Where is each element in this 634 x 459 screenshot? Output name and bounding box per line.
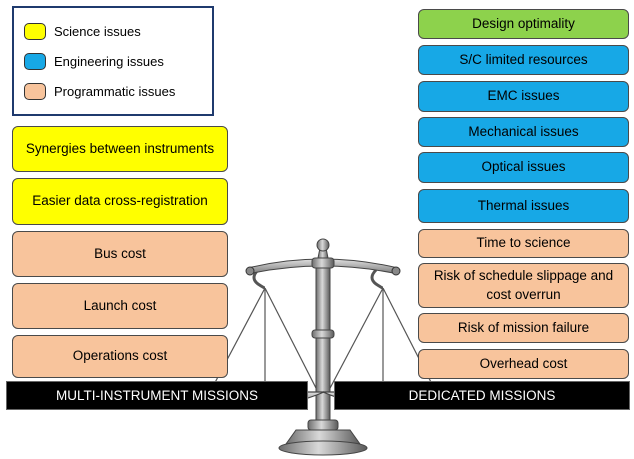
legend-label: Science issues [54, 24, 141, 39]
legend: Science issues Engineering issues Progra… [12, 6, 214, 116]
legend-swatch-programmatic [24, 83, 46, 100]
legend-swatch-science [24, 23, 46, 40]
legend-item-programmatic: Programmatic issues [24, 83, 175, 100]
right-item-mechanical-issues: Mechanical issues [418, 117, 629, 147]
right-item-design-optimality: Design optimality [418, 9, 629, 39]
dedicated-missions-bar: DEDICATED MISSIONS [334, 381, 630, 410]
multi-instrument-missions-bar: MULTI-INSTRUMENT MISSIONS [6, 381, 308, 410]
legend-label: Programmatic issues [54, 84, 176, 99]
legend-item-engineering: Engineering issues [24, 53, 164, 70]
legend-label: Engineering issues [54, 54, 164, 69]
left-item-bus-cost: Bus cost [12, 231, 228, 277]
right-item-optical-issues: Optical issues [418, 152, 629, 183]
legend-swatch-engineering [24, 53, 46, 70]
right-item-thermal-issues: Thermal issues [418, 189, 629, 223]
right-item-sc-limited-resources: S/C limited resources [418, 45, 629, 75]
left-item-synergies: Synergies between instruments [12, 126, 228, 172]
left-item-operations-cost: Operations cost [12, 335, 228, 378]
left-item-cross-registration: Easier data cross-registration [12, 178, 228, 225]
right-item-time-to-science: Time to science [418, 229, 629, 258]
right-item-mission-failure: Risk of mission failure [418, 313, 629, 343]
right-item-overhead-cost: Overhead cost [418, 349, 629, 379]
right-item-emc-issues: EMC issues [418, 81, 629, 112]
left-item-launch-cost: Launch cost [12, 283, 228, 329]
legend-item-science: Science issues [24, 23, 141, 40]
right-item-schedule-slippage: Risk of schedule slippage and cost overr… [418, 263, 629, 308]
